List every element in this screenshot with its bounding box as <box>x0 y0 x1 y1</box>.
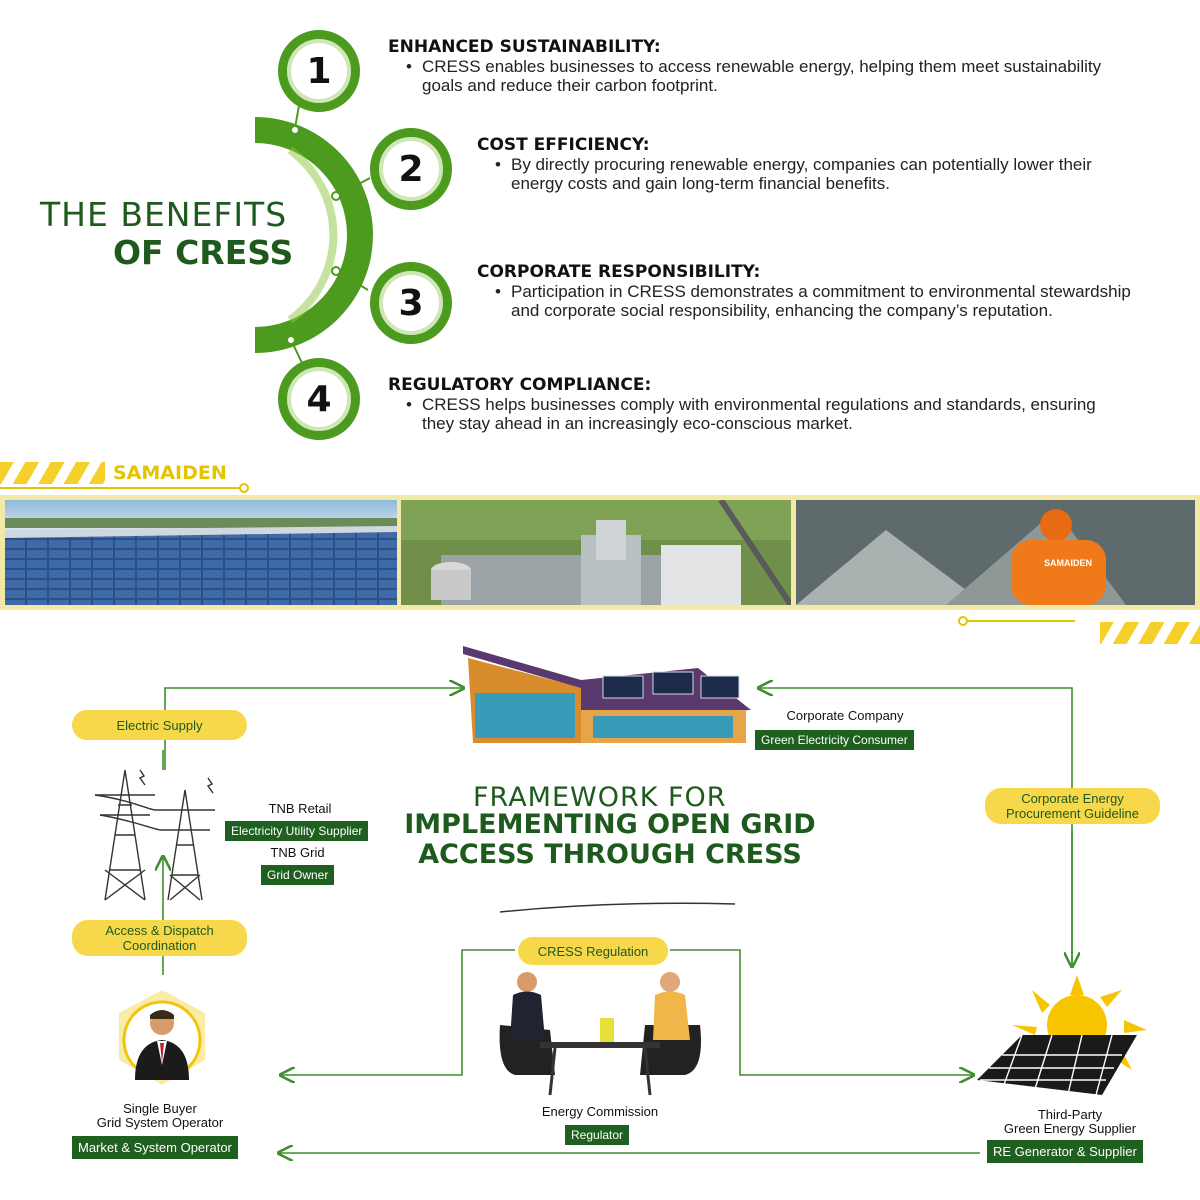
grid-operator-person-icon <box>119 990 205 1085</box>
worker-vest-text: SAMAIDEN <box>1044 558 1093 568</box>
benefit-text-3: Participation in CRESS demonstrates a co… <box>477 282 1137 320</box>
connector-dot-3 <box>331 266 341 276</box>
benefits-arc-graphic <box>254 99 373 366</box>
connector-dot-4 <box>286 335 296 345</box>
benefit-heading-3: CORPORATE RESPONSIBILITY: <box>477 262 761 282</box>
benefit-number-4: 4 <box>278 358 360 440</box>
brand-logo: SAMAIDEN <box>113 462 227 484</box>
benefit-heading-2: COST EFFICIENCY: <box>477 135 650 155</box>
benefit-number-4-text: 4 <box>306 378 332 420</box>
re-generator-tag: RE Generator & Supplier <box>987 1140 1143 1163</box>
connector-dot-2 <box>331 191 341 201</box>
tnb-retail-label: TNB Retail <box>268 801 332 816</box>
benefit-item-4: REGULATORY COMPLIANCE: CRESS helps busin… <box>388 375 1118 433</box>
hazard-stripe-right <box>1100 622 1200 644</box>
green-consumer-tag: Green Electricity Consumer <box>755 730 914 750</box>
benefit-item-1: ENHANCED SUSTAINABILITY: CRESS enables b… <box>388 37 1108 95</box>
benefit-text-4: CRESS helps businesses comply with envir… <box>388 395 1118 433</box>
connector-3 <box>337 271 369 291</box>
framework-title-line2: IMPLEMENTING OPEN GRID ACCESS THROUGH CR… <box>404 809 816 870</box>
benefit-number-2-text: 2 <box>398 148 424 190</box>
third-party-label: Third-Party Green Energy Supplier <box>985 1108 1155 1136</box>
tnb-grid-label: TNB Grid <box>270 845 325 860</box>
benefit-item-3: CORPORATE RESPONSIBILITY: Participation … <box>477 262 1137 320</box>
arrow-supply-to-corporate <box>164 688 462 770</box>
arrow-regulation-to-operator <box>282 949 515 1075</box>
banner-underline-right <box>958 616 1075 626</box>
benefits-arc-inner <box>287 146 338 324</box>
brand-underline <box>0 483 249 493</box>
energy-commission-meeting-icon <box>499 972 701 1096</box>
recycling-worker-illustration <box>796 500 1195 605</box>
benefit-heading-1: ENHANCED SUSTAINABILITY: <box>388 37 661 57</box>
benefit-item-2: COST EFFICIENCY: By directly procuring r… <box>477 135 1107 193</box>
benefits-title-line1: THE BENEFITS <box>40 195 288 234</box>
electric-supply-pill: Electric Supply <box>72 710 247 740</box>
benefit-text-2: By directly procuring renewable energy, … <box>477 155 1107 193</box>
benefits-title-line2: OF CRESS <box>113 233 294 272</box>
access-dispatch-pill: Access & Dispatch Coordination <box>72 920 247 956</box>
benefit-number-2: 2 <box>370 128 452 210</box>
benefit-number-1-text: 1 <box>306 50 332 92</box>
solar-farm-photo <box>5 500 397 605</box>
industrial-plant-photo <box>401 500 791 605</box>
framework-title-swoosh <box>500 902 736 913</box>
single-buyer-label: Single Buyer Grid System Operator <box>80 1102 240 1130</box>
solar-panel-sun-icon <box>977 975 1147 1096</box>
single-buyer-line2: Grid System Operator <box>96 1115 224 1130</box>
benefit-text-1: CRESS enables businesses to access renew… <box>388 57 1108 95</box>
benefits-arc <box>254 117 373 353</box>
cress-regulation-pill: CRESS Regulation <box>518 937 668 965</box>
benefit-number-3-text: 3 <box>398 282 424 324</box>
recycling-worker-photo: SAMAIDEN <box>796 500 1195 605</box>
solar-farm-illustration <box>5 500 397 605</box>
connector-2 <box>337 177 371 196</box>
framework-title-line1: FRAMEWORK FOR <box>473 782 727 813</box>
procurement-guideline-pill: Corporate Energy Procurement Guideline <box>985 788 1160 824</box>
transmission-tower-icon <box>94 769 215 901</box>
utility-supplier-tag: Electricity Utility Supplier <box>225 821 369 841</box>
grid-owner-tag: Grid Owner <box>261 865 335 885</box>
benefit-heading-4: REGULATORY COMPLIANCE: <box>388 375 652 395</box>
benefit-number-3: 3 <box>370 262 452 344</box>
industrial-plant-illustration <box>401 500 791 605</box>
single-buyer-line1: Single Buyer <box>123 1101 197 1116</box>
energy-commission-label: Energy Commission <box>541 1104 659 1119</box>
benefit-number-1: 1 <box>278 30 360 112</box>
connector-dot-1 <box>290 125 300 135</box>
corporate-company-label: Corporate Company <box>786 708 904 723</box>
regulator-tag: Regulator <box>565 1125 630 1145</box>
third-party-line2: Green Energy Supplier <box>1003 1121 1137 1136</box>
arrow-regulation-to-supplier <box>670 949 972 1075</box>
market-operator-tag: Market & System Operator <box>72 1136 238 1159</box>
framework-flow-lines <box>0 620 1200 1200</box>
third-party-line1: Third-Party <box>1037 1107 1103 1122</box>
hazard-stripe-left <box>0 462 105 484</box>
corporate-building-icon <box>463 646 751 743</box>
